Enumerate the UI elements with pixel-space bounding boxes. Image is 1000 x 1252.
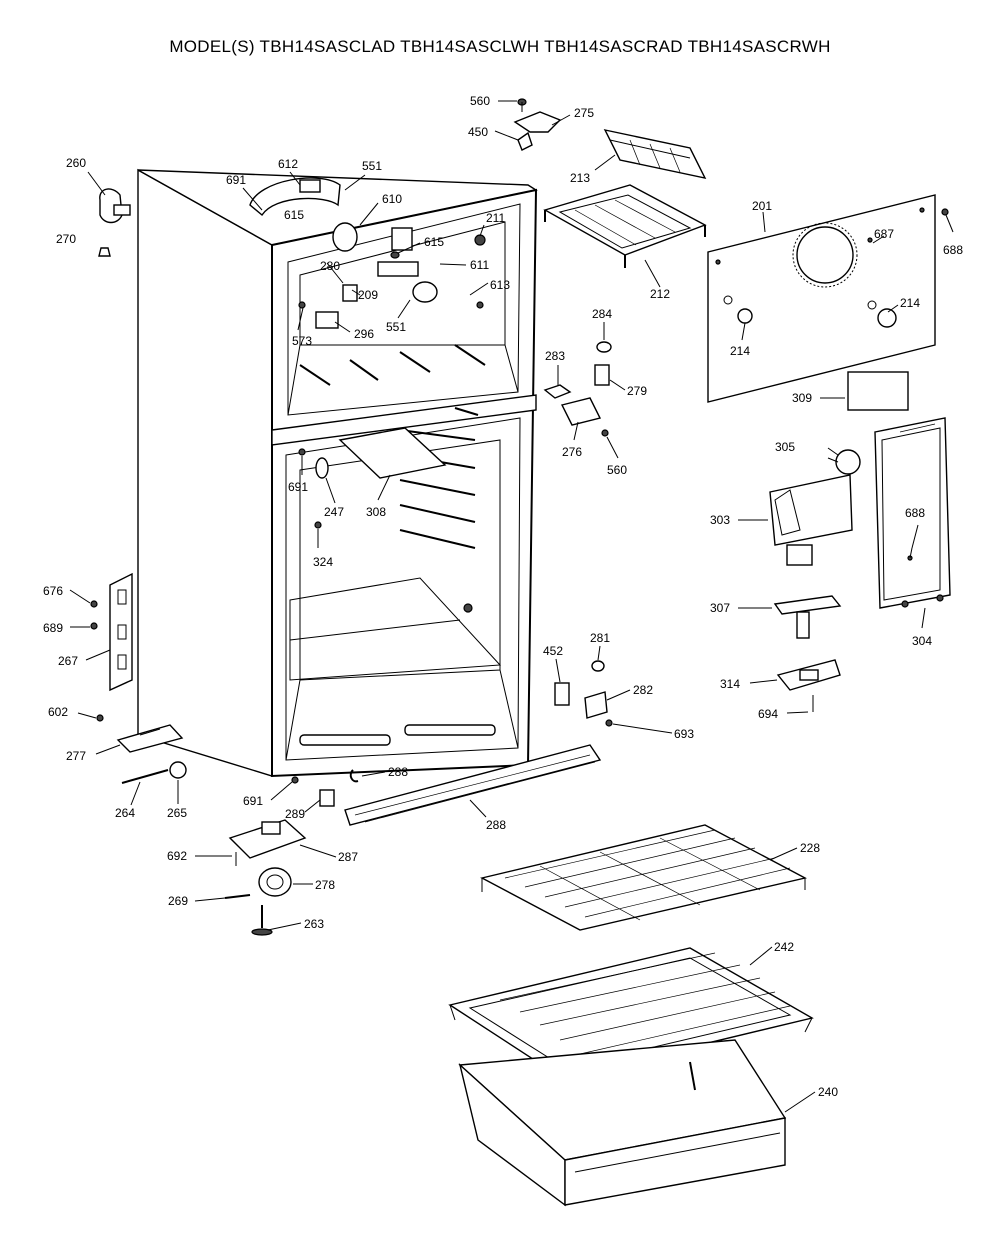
- leader-lines: [69, 100, 954, 1113]
- callout-307: 307: [710, 601, 730, 615]
- callout-691: 691: [243, 794, 263, 808]
- control-bracket-307: [773, 595, 842, 639]
- callout-277: 277: [66, 749, 86, 763]
- callout-278: 278: [315, 878, 335, 892]
- callout-263: 263: [304, 917, 324, 931]
- callout-283: 283: [545, 349, 565, 363]
- roller-parts: [224, 867, 292, 936]
- hinge-center-parts: [554, 660, 613, 727]
- light-bulb-305: [827, 449, 861, 475]
- clip-289: [319, 789, 335, 807]
- crisper-cover-242: [448, 947, 814, 1079]
- callout-560: 560: [607, 463, 627, 477]
- callout-247: 247: [324, 505, 344, 519]
- callout-688: 688: [943, 243, 963, 257]
- callout-282: 282: [633, 683, 653, 697]
- callout-309: 309: [792, 391, 812, 405]
- callout-691: 691: [226, 173, 246, 187]
- control-console-304: [874, 417, 951, 609]
- toe-grille-288: [344, 744, 602, 826]
- callout-573: 573: [292, 334, 312, 348]
- model-title: MODEL(S) TBH14SASCLAD TBH14SASCLWH TBH14…: [169, 37, 830, 56]
- callout-265: 265: [167, 806, 187, 820]
- callout-270: 270: [56, 232, 76, 246]
- callout-288: 288: [388, 765, 408, 779]
- callout-551: 551: [362, 159, 382, 173]
- callout-676: 676: [43, 584, 63, 598]
- callout-212: 212: [650, 287, 670, 301]
- callout-610: 610: [382, 192, 402, 206]
- callout-214: 214: [730, 344, 750, 358]
- callout-288: 288: [486, 818, 506, 832]
- callout-209: 209: [358, 288, 378, 302]
- callout-612: 612: [278, 157, 298, 171]
- callout-267: 267: [58, 654, 78, 668]
- callout-693: 693: [674, 727, 694, 741]
- ice-tray-shelf-212: [543, 184, 707, 268]
- callout-324: 324: [313, 555, 333, 569]
- callout-560: 560: [470, 94, 490, 108]
- callout-289: 289: [285, 807, 305, 821]
- callout-308: 308: [366, 505, 386, 519]
- callout-264: 264: [115, 806, 135, 820]
- callout-450: 450: [468, 125, 488, 139]
- callout-240: 240: [818, 1085, 838, 1099]
- light-socket-314: [776, 659, 841, 712]
- callout-281: 281: [590, 631, 610, 645]
- callout-613: 613: [490, 278, 510, 292]
- callout-201: 201: [752, 199, 772, 213]
- callout-691: 691: [288, 480, 308, 494]
- callout-213: 213: [570, 171, 590, 185]
- callout-214: 214: [900, 296, 920, 310]
- top-hinge-parts: [513, 98, 562, 151]
- callout-688: 688: [905, 506, 925, 520]
- callout-260: 260: [66, 156, 86, 170]
- callout-269: 269: [168, 894, 188, 908]
- callout-296: 296: [354, 327, 374, 341]
- callout-275: 275: [574, 106, 594, 120]
- hinge-bracket-267: [90, 572, 133, 692]
- callout-602: 602: [48, 705, 68, 719]
- roller-bracket-287: [228, 819, 307, 866]
- callout-287: 287: [338, 850, 358, 864]
- callout-242: 242: [774, 940, 794, 954]
- callout-611: 611: [470, 258, 489, 272]
- crisper-drawer-240: [458, 1039, 787, 1207]
- callout-284: 284: [592, 307, 612, 321]
- callout-689: 689: [43, 621, 63, 635]
- callout-687: 687: [874, 227, 894, 241]
- ice-tray-213: [603, 129, 707, 179]
- callout-305: 305: [775, 440, 795, 454]
- callout-452: 452: [543, 644, 563, 658]
- callout-692: 692: [167, 849, 187, 863]
- evaporator-cover-201: [707, 194, 936, 403]
- callout-303: 303: [710, 513, 730, 527]
- callout-276: 276: [562, 445, 582, 459]
- callout-304: 304: [912, 634, 932, 648]
- callout-314: 314: [720, 677, 740, 691]
- callout-211: 211: [486, 211, 505, 225]
- wire-shelf-228: [480, 824, 807, 931]
- label-309: [847, 371, 909, 411]
- leveling-parts: [121, 761, 187, 784]
- callout-280: 280: [320, 259, 340, 273]
- cabinet-hinge-left: [98, 188, 131, 257]
- callout-228: 228: [800, 841, 820, 855]
- bottom-hinge-277: [96, 714, 184, 753]
- callout-279: 279: [627, 384, 647, 398]
- callout-labels: 560 275 450 213 260 612 551 691 610 615 …: [43, 94, 963, 1099]
- callout-551: 551: [386, 320, 406, 334]
- shelf-support-parts: [543, 341, 612, 437]
- callout-615: 615: [284, 208, 304, 222]
- control-housing-303: [769, 474, 853, 566]
- callout-615: 615: [424, 235, 444, 249]
- callout-694: 694: [758, 707, 778, 721]
